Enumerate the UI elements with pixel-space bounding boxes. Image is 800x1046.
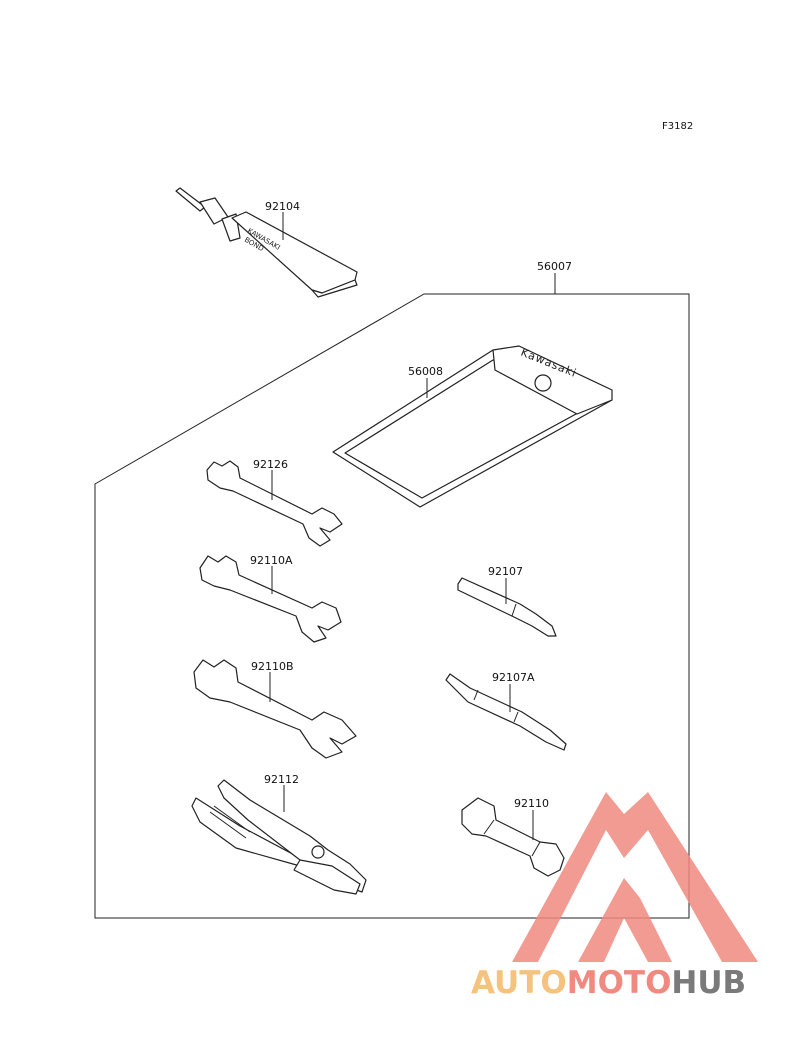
part-label-wrench-medium: 92110A <box>250 554 293 567</box>
screwdriver-alt <box>445 673 567 751</box>
part-label-box-wrench: 92110 <box>514 797 549 810</box>
screwdriver <box>457 577 557 637</box>
part-label-wrench-large: 92110B <box>251 660 294 673</box>
watermark-text: AUTOMOTOHUB <box>471 965 746 1001</box>
watermark-text-auto: AUTO <box>471 965 567 1001</box>
watermark-text-hub: HUB <box>671 965 746 1001</box>
part-label-kit: 56007 <box>537 260 572 273</box>
wrench-medium <box>199 555 342 643</box>
part-label-screwdriver: 92107 <box>488 565 523 578</box>
figure-code: F3182 <box>662 121 693 132</box>
box-wrench <box>461 797 565 877</box>
kit-boundary <box>94 293 690 919</box>
wrench-small <box>206 460 343 547</box>
pliers <box>191 779 367 895</box>
part-label-pliers: 92112 <box>264 773 299 786</box>
part-label-pouch: 56008 <box>408 365 443 378</box>
watermark-text-moto: MOTO <box>567 965 672 1001</box>
part-label-sealant: 92104 <box>265 200 300 213</box>
watermark-logo <box>512 792 758 962</box>
wrench-large <box>193 659 357 759</box>
tool-pouch: Kawasaki <box>332 345 613 508</box>
part-label-screwdriver-alt: 92107A <box>492 671 535 684</box>
sealant-tube: KAWASAKI BOND <box>175 187 358 298</box>
part-label-wrench-small: 92126 <box>253 458 288 471</box>
